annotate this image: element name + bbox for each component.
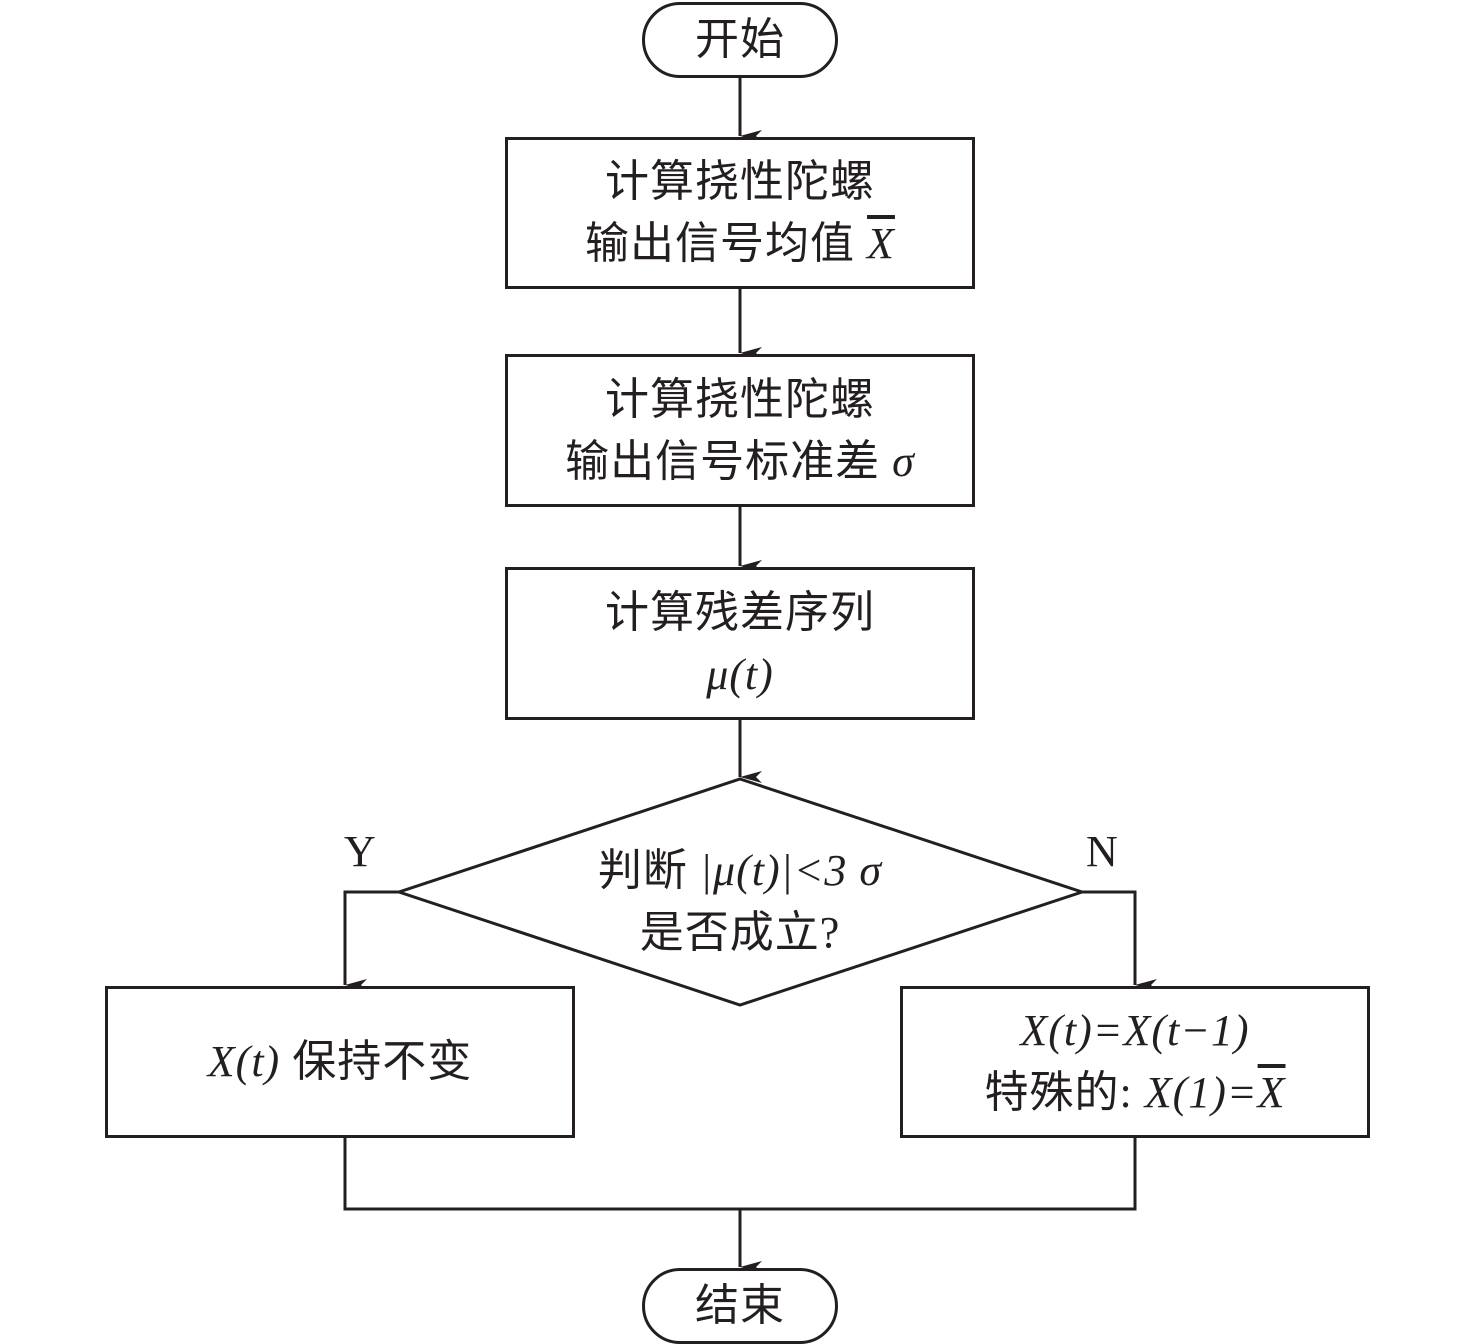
step2-line2: 输出信号标准差 σ — [565, 431, 915, 493]
merge-line — [343, 1137, 1137, 1211]
end-terminal: 结束 — [642, 1268, 838, 1344]
mean-symbol: X — [867, 219, 895, 268]
no-box-line1: X(t)=X(t−1) — [1020, 1006, 1250, 1055]
arrow-no-branch — [1082, 890, 1157, 991]
no-box-replace-value: X(t)=X(t−1) 特殊的: X(1)=X — [900, 986, 1370, 1138]
step2-line2-text: 输出信号标准差 — [565, 436, 893, 486]
step2-line1: 计算挠性陀螺 — [605, 374, 875, 424]
step1-line1: 计算挠性陀螺 — [605, 157, 875, 206]
yes-box-label: 保持不变 — [280, 1037, 473, 1086]
decision-line1: 判断 |μ(t)|<3 σ — [499, 840, 981, 902]
mean-symbol: X — [1257, 1068, 1286, 1117]
no-box-line2-text: 特殊的: — [984, 1068, 1145, 1117]
yes-label: Y — [344, 827, 376, 876]
step3-line2: μ(t) — [706, 649, 774, 699]
decision-diamond — [394, 777, 1087, 1007]
step1-line2-text: 输出信号均值 — [585, 219, 868, 268]
start-terminal: 开始 — [642, 2, 838, 78]
sigma-symbol: σ — [892, 436, 915, 486]
arrow-yes-branch — [343, 890, 399, 991]
step1-line2: 输出信号均值 X — [585, 213, 895, 275]
no-label: N — [1086, 827, 1118, 876]
decision-condition: |μ(t)|<3 σ — [699, 846, 883, 895]
decision-line2: 是否成立? — [639, 908, 841, 957]
no-box-line2: 特殊的: X(1)=X — [985, 1062, 1286, 1124]
step-compute-std: 计算挠性陀螺 输出信号标准差 σ — [505, 354, 975, 507]
yes-box-text: X(t) 保持不变 — [208, 1031, 472, 1093]
step3-line1: 计算残差序列 — [605, 587, 875, 637]
decision-text: 判断 |μ(t)|<3 σ 是否成立? — [499, 840, 981, 964]
step-compute-mean: 计算挠性陀螺 输出信号均值 X — [505, 137, 975, 289]
no-box-line2-math: X(1)= — [1144, 1068, 1258, 1117]
decision-line1-text: 判断 — [597, 846, 700, 895]
step-compute-residual: 计算残差序列 μ(t) — [505, 567, 975, 720]
end-label: 结束 — [695, 1281, 785, 1330]
yes-box-math: X(t) — [207, 1037, 281, 1086]
yes-box-keep-unchanged: X(t) 保持不变 — [105, 986, 575, 1138]
start-label: 开始 — [695, 15, 785, 64]
